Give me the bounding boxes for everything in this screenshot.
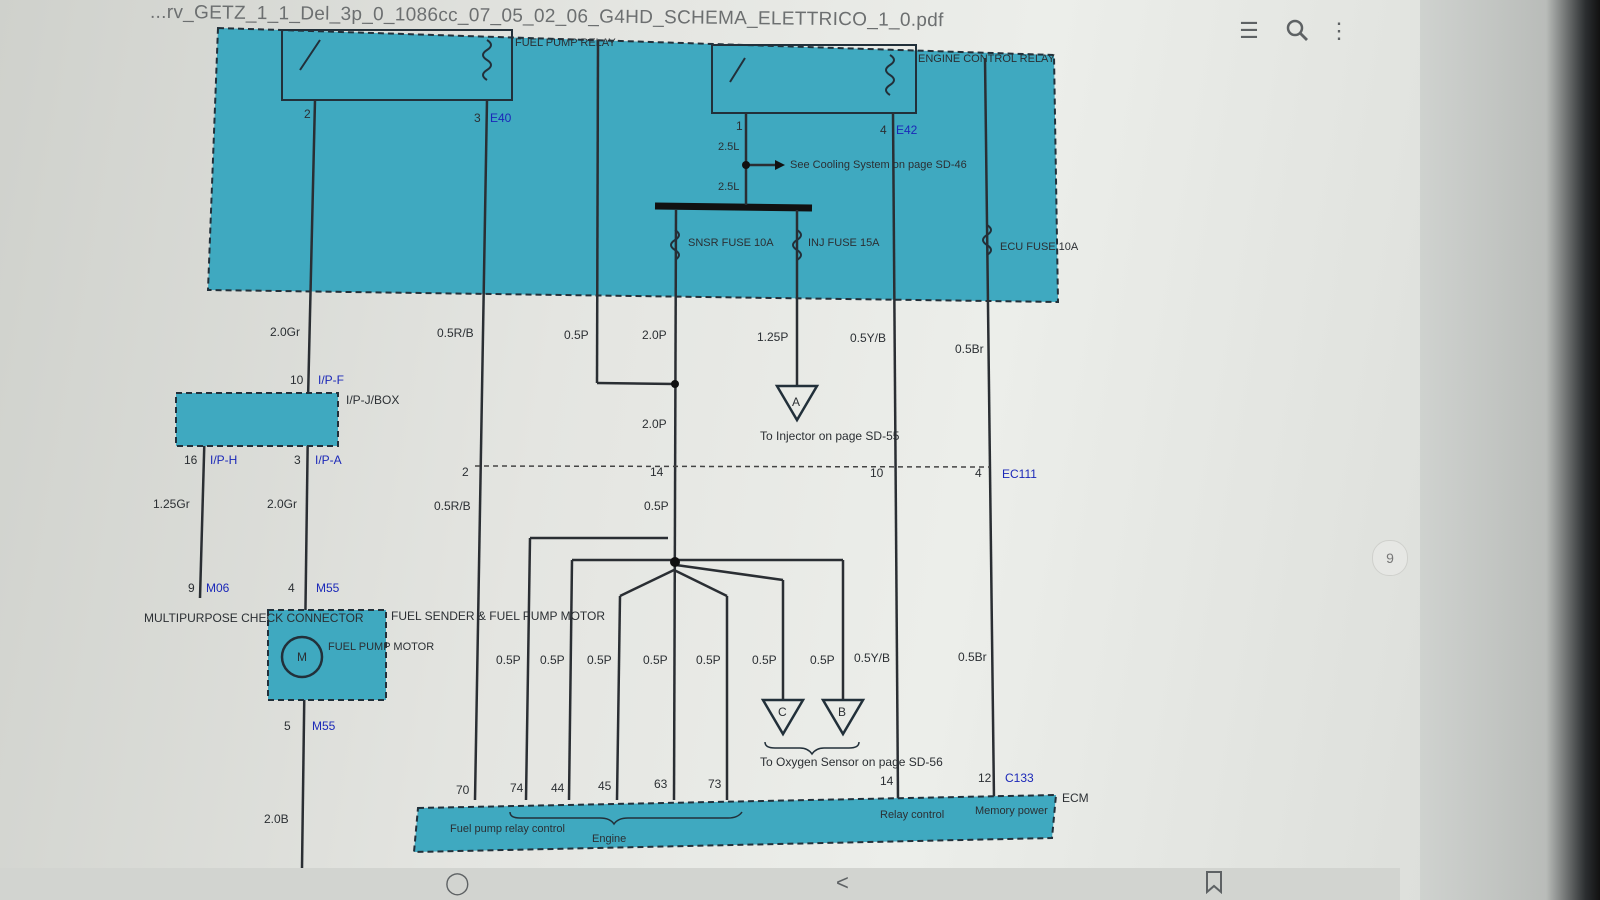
ecm-relay-label: Relay control bbox=[880, 809, 944, 821]
ecm-pin: 63 bbox=[654, 777, 668, 791]
wire-label: 0.5P bbox=[540, 653, 565, 667]
ecm-pin: 73 bbox=[708, 777, 722, 791]
oxygen-tag-letter: C bbox=[778, 705, 787, 719]
connector-m55: M55 bbox=[316, 581, 340, 595]
connector-e42: E42 bbox=[896, 123, 918, 137]
wire-label: 2.0P bbox=[642, 417, 667, 431]
wire-label: 2.0Gr bbox=[270, 325, 300, 339]
search-icon[interactable] bbox=[1284, 18, 1310, 44]
viewer-bottom-bar bbox=[0, 868, 1400, 900]
pin-label: 9 bbox=[188, 581, 195, 595]
ecm-engine-label: Engine bbox=[592, 833, 626, 845]
relay-engine-control-label: ENGINE CONTROL RELAY bbox=[918, 53, 1056, 65]
wire-label: 0.5P bbox=[643, 653, 668, 667]
ecm-pin: 70 bbox=[456, 783, 470, 797]
wire-label: 2.0B bbox=[264, 812, 289, 826]
wire-label: 1.25Gr bbox=[153, 497, 190, 511]
pin-label: 1 bbox=[736, 119, 743, 133]
to-injector-note: To Injector on page SD-55 bbox=[760, 429, 900, 443]
pin-label: 4 bbox=[288, 581, 295, 595]
home-icon[interactable]: ◯ bbox=[445, 870, 470, 895]
connector-ec111: EC111 bbox=[1002, 467, 1037, 481]
ecm-pin: 14 bbox=[880, 774, 894, 788]
connector-ipa: I/P-A bbox=[315, 453, 342, 467]
connector-m06: M06 bbox=[206, 581, 230, 595]
page-number-badge[interactable]: 9 bbox=[1372, 540, 1408, 576]
ecm-label: ECM bbox=[1062, 791, 1089, 805]
ecm-fuel-pump-label: Fuel pump relay control bbox=[450, 823, 565, 835]
fuse-ecu-label: ECU FUSE 10A bbox=[1000, 241, 1079, 253]
wire-label: 0.5P bbox=[810, 653, 835, 667]
pump-motor-symbol bbox=[280, 635, 324, 679]
pin-label: 5 bbox=[284, 719, 291, 733]
wire-label: 0.5P bbox=[496, 653, 521, 667]
toc-icon[interactable]: ☰ bbox=[1239, 18, 1259, 43]
ip-junction-box bbox=[175, 392, 339, 447]
oxygen-tag-c bbox=[760, 698, 806, 737]
fuel-pump-relay-symbol bbox=[281, 29, 513, 101]
wire-label: 0.5Y/B bbox=[854, 651, 890, 665]
pin-label: 4 bbox=[975, 466, 982, 480]
device-bezel bbox=[1420, 0, 1600, 900]
wire-label: 0.5Br bbox=[958, 650, 987, 664]
oxygen-tag-letter: B bbox=[838, 705, 846, 719]
motor-letter: M bbox=[297, 650, 307, 664]
connector-iph: I/P-H bbox=[210, 453, 237, 467]
pin-label: 10 bbox=[290, 373, 304, 387]
pin-label: 3 bbox=[294, 453, 301, 467]
injector-tag-letter: A bbox=[792, 395, 800, 409]
wire-label: 0.5R/B bbox=[437, 326, 474, 340]
see-cooling-note: See Cooling System on page SD-46 bbox=[790, 159, 967, 171]
injector-tag bbox=[774, 384, 820, 423]
wire-label: 0.5P bbox=[644, 499, 669, 513]
ipjbox-label: I/P-J/BOX bbox=[346, 393, 399, 407]
fuse-snsr-label: SNSR FUSE 10A bbox=[688, 237, 774, 249]
wire-label: 0.5P bbox=[587, 653, 612, 667]
wire-label: 1.25P bbox=[757, 330, 788, 344]
wire-label: 0.5P bbox=[696, 653, 721, 667]
engine-control-relay-symbol bbox=[711, 44, 917, 114]
mpc-label: MULTIPURPOSE CHECK CONNECTOR bbox=[144, 611, 364, 625]
fuse-inj-label: INJ FUSE 15A bbox=[808, 237, 880, 249]
pin-label: 2 bbox=[304, 107, 311, 121]
relay-fuel-pump-label: FUEL PUMP RELAY bbox=[515, 37, 616, 49]
bus-bar bbox=[654, 202, 813, 212]
bookmark-icon[interactable] bbox=[1204, 870, 1224, 900]
pin-label: 3 bbox=[474, 111, 481, 125]
wire-label: 0.5Br bbox=[955, 342, 984, 356]
wire-label: 2.0P bbox=[642, 328, 667, 342]
to-oxygen-note: To Oxygen Sensor on page SD-56 bbox=[760, 755, 943, 769]
ecm-pin: 45 bbox=[598, 779, 612, 793]
wire-label: 0.5P bbox=[564, 328, 589, 342]
pin-label: 14 bbox=[650, 465, 664, 479]
ecm-pin: 44 bbox=[551, 781, 565, 795]
connector-e40: E40 bbox=[490, 111, 512, 125]
pin-label: 4 bbox=[880, 123, 887, 137]
share-icon[interactable]: < bbox=[836, 870, 849, 895]
connector-m55: M55 bbox=[312, 719, 336, 733]
wire-label: 0.5P bbox=[752, 653, 777, 667]
ecm-pin: 12 bbox=[978, 771, 992, 785]
wire-label: 2.0Gr bbox=[267, 497, 297, 511]
pin-label: 10 bbox=[870, 466, 884, 480]
more-vert-icon[interactable]: ⋮ bbox=[1328, 18, 1350, 43]
ecm-pin: 74 bbox=[510, 781, 524, 795]
connector-c133: C133 bbox=[1005, 771, 1034, 785]
ecm-memory-label: Memory power bbox=[975, 805, 1048, 817]
wire-label: 2.5L bbox=[718, 141, 739, 153]
fuel-sender-label: FUEL SENDER & FUEL PUMP MOTOR bbox=[391, 609, 605, 623]
oxygen-tag-b bbox=[820, 698, 866, 737]
wire-label: 0.5R/B bbox=[434, 499, 471, 513]
connector-ipf: I/P-F bbox=[318, 373, 344, 387]
pin-label: 2 bbox=[462, 465, 469, 479]
wire-label: 0.5Y/B bbox=[850, 331, 886, 345]
ecm-box bbox=[412, 793, 1058, 854]
wire-label: 2.5L bbox=[718, 181, 739, 193]
pin-label: 16 bbox=[184, 453, 198, 467]
relay-box-panel bbox=[206, 26, 1060, 304]
fuel-pump-motor-label: FUEL PUMP MOTOR bbox=[328, 641, 434, 653]
